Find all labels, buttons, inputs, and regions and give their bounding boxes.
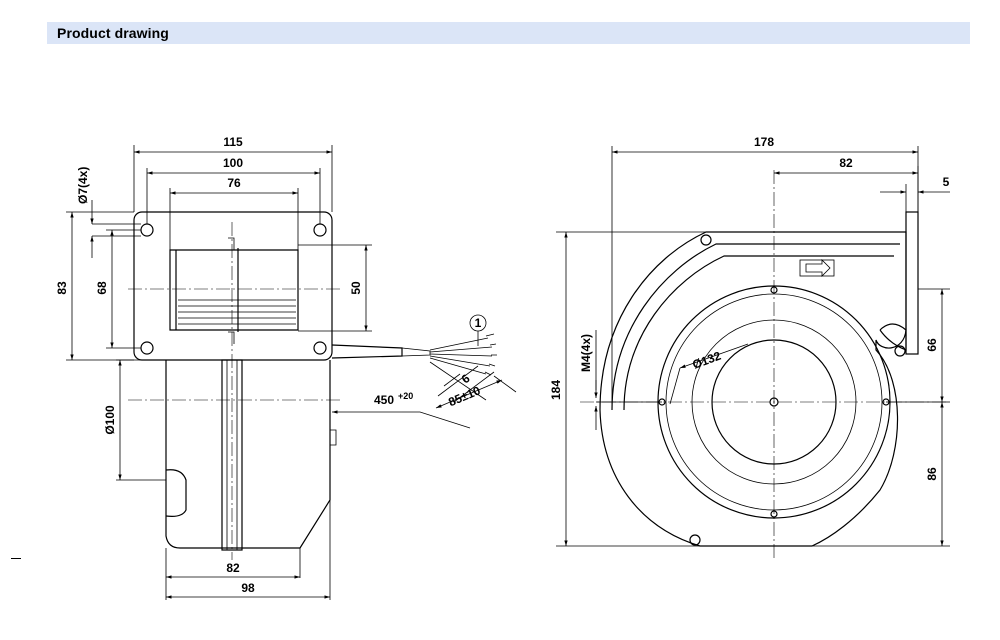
outlet-flange bbox=[905, 211, 919, 355]
motor-housing bbox=[165, 360, 331, 549]
dim-178: 178 bbox=[754, 135, 774, 149]
dim-83: 83 bbox=[55, 281, 69, 295]
dim-184: 184 bbox=[549, 380, 563, 400]
dim-50: 50 bbox=[349, 281, 363, 295]
dim-phi7: Ø7(4x) bbox=[76, 167, 90, 204]
dim-phi100: Ø100 bbox=[103, 405, 117, 435]
dim-450: 450 bbox=[374, 393, 394, 407]
dim-68: 68 bbox=[95, 281, 109, 295]
scroll-housing bbox=[599, 231, 907, 547]
dim-5: 5 bbox=[943, 175, 950, 189]
mounting-hole bbox=[313, 223, 327, 237]
dim-m4: M4(4x) bbox=[579, 334, 593, 372]
dim-76: 76 bbox=[227, 176, 241, 190]
callout-1: 1 bbox=[475, 316, 482, 330]
section-header-bar: Product drawing bbox=[47, 22, 970, 44]
dim-98: 98 bbox=[241, 581, 255, 595]
mounting-flange bbox=[133, 211, 333, 361]
stray-dash-mark bbox=[11, 558, 21, 559]
flow-direction-box bbox=[799, 259, 835, 277]
mounting-hole bbox=[313, 341, 327, 355]
left-view: 115 100 76 Ø7(4x) 83 68 50 Ø100 82 98 bbox=[55, 135, 517, 600]
right-view: 178 82 5 184 M4(4x) Ø132 66 86 bbox=[549, 135, 950, 560]
dim-115: 115 bbox=[223, 135, 243, 149]
section-title: Product drawing bbox=[57, 25, 169, 41]
dim-66: 66 bbox=[925, 338, 939, 352]
dim-100: 100 bbox=[223, 156, 243, 170]
mounting-hole bbox=[140, 341, 154, 355]
dim-82-right: 82 bbox=[839, 156, 853, 170]
dim-86: 86 bbox=[925, 467, 939, 481]
dim-85: 85±10 bbox=[446, 383, 482, 409]
dim-450-tolerance: +20 bbox=[398, 391, 413, 401]
mounting-hole bbox=[140, 223, 154, 237]
dim-82-bottom: 82 bbox=[226, 561, 240, 575]
dim-phi132: Ø132 bbox=[690, 349, 723, 372]
blower-outlet bbox=[169, 248, 299, 332]
cable bbox=[331, 344, 403, 359]
dim-6: 6 bbox=[459, 371, 473, 386]
